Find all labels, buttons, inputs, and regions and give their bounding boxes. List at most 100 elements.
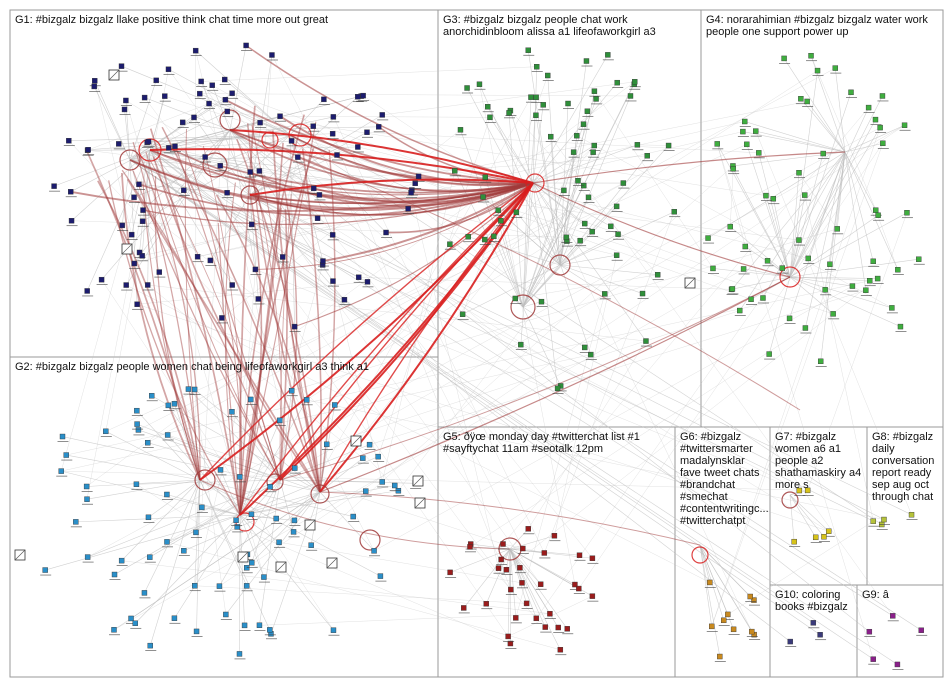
node bbox=[826, 528, 832, 534]
edge bbox=[167, 434, 241, 516]
edge bbox=[509, 548, 561, 650]
edge bbox=[699, 544, 753, 632]
node bbox=[817, 632, 823, 638]
edge bbox=[500, 220, 524, 308]
edge bbox=[844, 124, 905, 153]
edge bbox=[227, 111, 766, 196]
node bbox=[584, 108, 591, 114]
edge-heavy bbox=[322, 182, 534, 262]
edge bbox=[129, 122, 261, 161]
node bbox=[461, 605, 467, 611]
node bbox=[834, 226, 840, 232]
node bbox=[730, 626, 737, 633]
edge bbox=[699, 544, 713, 627]
edge-red bbox=[239, 182, 534, 516]
edge bbox=[319, 444, 328, 493]
edge bbox=[229, 126, 379, 131]
node bbox=[147, 554, 153, 560]
edge bbox=[149, 479, 201, 646]
node bbox=[620, 180, 627, 186]
node bbox=[277, 417, 283, 424]
node bbox=[181, 187, 187, 194]
node bbox=[222, 97, 229, 103]
edge-heavy bbox=[184, 128, 201, 481]
edge bbox=[789, 127, 881, 278]
edge bbox=[231, 411, 281, 481]
image-node-glyph bbox=[684, 277, 696, 289]
edge-heavy bbox=[279, 276, 791, 481]
node bbox=[133, 481, 140, 487]
node bbox=[277, 113, 283, 119]
edge-heavy bbox=[142, 181, 201, 481]
self-loop bbox=[194, 469, 216, 491]
node bbox=[366, 441, 373, 448]
edge bbox=[559, 233, 619, 266]
edge-heavy bbox=[145, 151, 281, 481]
node bbox=[671, 209, 677, 215]
edge bbox=[149, 111, 228, 151]
node bbox=[267, 627, 273, 633]
edge bbox=[201, 507, 241, 516]
edge bbox=[559, 211, 675, 266]
edge bbox=[86, 81, 635, 487]
node bbox=[513, 615, 519, 621]
node bbox=[197, 90, 203, 97]
edge bbox=[70, 149, 151, 193]
node bbox=[895, 266, 901, 273]
edge bbox=[789, 494, 829, 532]
edge bbox=[522, 306, 561, 387]
edge bbox=[183, 491, 321, 551]
node bbox=[236, 651, 243, 657]
node bbox=[276, 539, 282, 545]
node bbox=[525, 47, 531, 53]
edge bbox=[789, 276, 892, 309]
node bbox=[880, 140, 886, 147]
edge bbox=[789, 172, 800, 278]
node bbox=[865, 104, 872, 111]
node bbox=[518, 341, 524, 348]
edge bbox=[522, 145, 669, 308]
node bbox=[320, 258, 326, 264]
edge bbox=[68, 140, 399, 491]
node bbox=[582, 220, 588, 227]
node bbox=[140, 207, 146, 213]
edge bbox=[522, 301, 542, 308]
node bbox=[329, 131, 336, 137]
node bbox=[118, 557, 125, 564]
edge bbox=[129, 159, 160, 273]
edge bbox=[289, 134, 882, 525]
edge bbox=[129, 159, 814, 624]
edge bbox=[68, 134, 291, 141]
edge-heavy bbox=[97, 180, 201, 481]
node bbox=[207, 257, 214, 264]
node bbox=[172, 143, 178, 150]
image-node-glyph bbox=[14, 549, 26, 561]
node bbox=[377, 573, 384, 579]
node bbox=[583, 58, 590, 64]
node bbox=[92, 78, 98, 84]
edge bbox=[174, 403, 201, 481]
edge bbox=[101, 279, 334, 631]
node bbox=[279, 254, 286, 260]
group-box-g8 bbox=[866, 426, 944, 586]
edge bbox=[188, 388, 281, 481]
node bbox=[870, 656, 876, 662]
edge bbox=[45, 491, 321, 571]
node bbox=[165, 402, 172, 409]
edge bbox=[515, 206, 617, 299]
node bbox=[379, 112, 385, 118]
edge bbox=[485, 548, 511, 604]
edge bbox=[121, 479, 201, 561]
edge bbox=[366, 131, 759, 154]
edge bbox=[789, 151, 846, 319]
node bbox=[459, 311, 466, 317]
node bbox=[191, 114, 197, 121]
node bbox=[580, 121, 587, 127]
node bbox=[412, 180, 418, 187]
edge-heavy bbox=[301, 148, 322, 493]
edge bbox=[251, 479, 281, 563]
edge bbox=[789, 70, 818, 278]
node bbox=[575, 178, 581, 184]
node bbox=[249, 221, 255, 228]
node bbox=[164, 491, 170, 498]
